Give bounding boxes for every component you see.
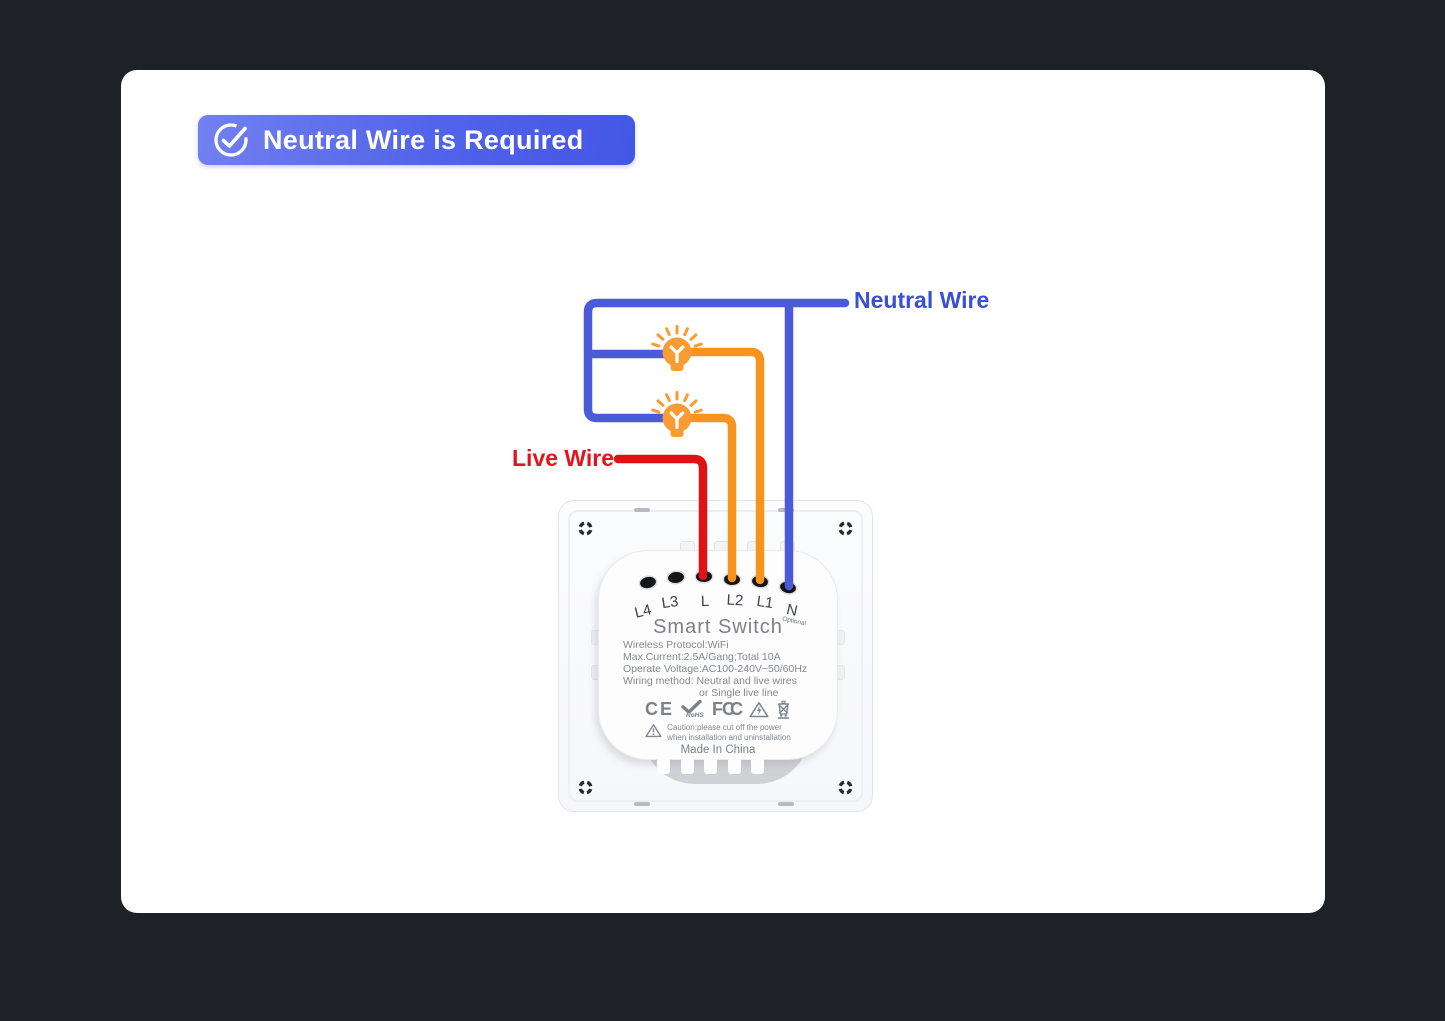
fcc-mark: FCC (712, 699, 743, 720)
rohs-mark: RoHS (681, 699, 705, 720)
caution-text: Caution:please cut off the power when in… (667, 723, 791, 743)
screw-icon (578, 521, 593, 536)
screw-icon (838, 521, 853, 536)
switch-title: Smart Switch (653, 616, 783, 638)
terminal-hole-l2 (723, 573, 741, 585)
band-notch (657, 758, 670, 774)
lightning-triangle-icon (749, 702, 769, 718)
spec-line: or Single live line (699, 687, 779, 700)
live-wire-label: Live Wire (512, 445, 615, 471)
certification-row: CE RoHS FCC (598, 699, 838, 720)
rohs-label: RoHS (686, 711, 704, 719)
spec-line: Operate Voltage:AC100-240V~50/60Hz (623, 663, 808, 676)
status-badge: Neutral Wire is Required (198, 115, 635, 165)
badge-label: Neutral Wire is Required (263, 124, 584, 155)
spec-line: Wireless Protocol:WiFi (623, 639, 729, 651)
neutral-wire-label: Neutral Wire (854, 287, 990, 313)
spec-line: Max.Current:2.5A/Gang;Total 10A (623, 651, 781, 664)
screw-icon (578, 780, 593, 795)
ce-mark: CE (644, 699, 674, 719)
content-card: Neutral Wire is Required Neutral Wire Li… (121, 70, 1325, 913)
screw-icon (838, 780, 853, 795)
mounting-notch (634, 508, 650, 512)
terminal-label-l2: L2 (726, 591, 744, 610)
fcc-text-c: C (730, 699, 743, 719)
mounting-notch (634, 802, 650, 806)
caution-row: Caution:please cut off the power when in… (598, 723, 838, 743)
band-notch (751, 758, 764, 774)
terminal-label-l1: L1 (755, 592, 775, 613)
mounting-notch (778, 508, 794, 512)
weee-bin-icon (778, 700, 789, 719)
check-circle-icon (214, 123, 248, 157)
band-notch (704, 758, 717, 774)
mounting-notch (778, 802, 794, 806)
light-bulb-icon (651, 390, 703, 439)
origin-text: Made In China (680, 744, 756, 756)
band-notch (680, 758, 694, 774)
caution-line-1: Caution:please cut off the power (667, 723, 782, 732)
fcc-text: FC (712, 699, 735, 719)
rohs-check-icon (681, 699, 702, 714)
terminal-hole-l (695, 570, 713, 582)
light-bulb-icon (651, 324, 703, 373)
spec-line: Wiring method: Neutral and live wires (623, 675, 797, 688)
caution-line-2: when installation and uninstallation (667, 733, 791, 742)
terminal-label-l3: L3 (660, 592, 680, 613)
spec-list: Wireless Protocol:WiFi Max.Current:2.5A/… (623, 639, 807, 699)
band-notch (727, 758, 741, 774)
terminal-label-l: L (700, 592, 710, 611)
caution-triangle-icon (645, 724, 662, 738)
